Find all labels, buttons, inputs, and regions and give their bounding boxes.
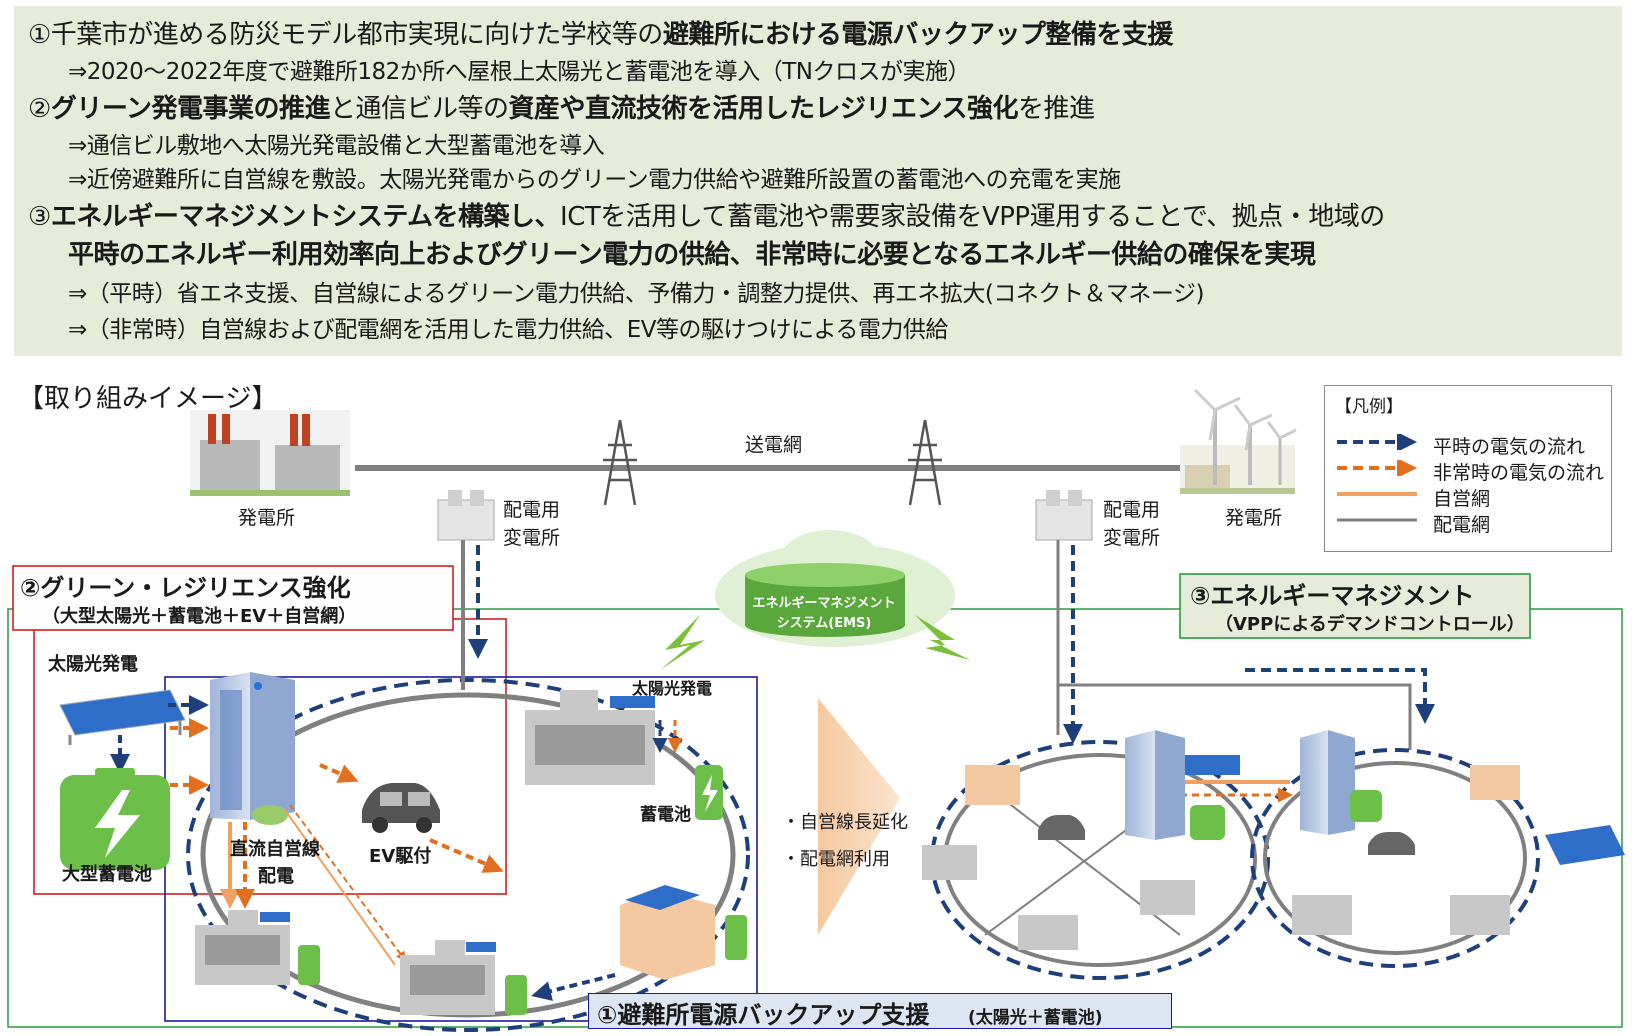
dc-line-label-1: 直流自営線 (230, 839, 320, 860)
summary-line-2-tail: を推進 (1018, 94, 1095, 124)
legend-label-grid-line: 配電網 (1433, 514, 1491, 536)
ems-label-2: システム(EMS) (776, 616, 872, 631)
legend-emergency-flow-swatch (1337, 460, 1417, 476)
summary-line-3-sub-2: ⇒（非常時）自営線および配電網を活用した電力供給、EV等の駆けつけによる電力供給 (68, 317, 948, 343)
right-branch-flow (1245, 668, 1435, 724)
legend-box: 【凡例】 平時の電気の流れ 非常時の電気の流れ 自営網 配電網 (1324, 385, 1612, 552)
shelter-school-top-icon (525, 690, 655, 785)
battery-shelter-label: 蓄電池 (640, 805, 691, 825)
summary-line-3-bold-2: 平時のエネルギー利用効率向上およびグリーン電力の供給、非常時に必要となるエネルギ… (68, 240, 1316, 270)
right-ev-car-a-icon (1038, 815, 1085, 840)
battery-large-label: 大型蓄電池 (62, 864, 152, 885)
plant-right-label: 発電所 (1225, 507, 1283, 529)
summary-line-2-sub-1: ⇒通信ビル敷地へ太陽光発電設備と大型蓄電池を導入 (68, 133, 605, 159)
right-houses-icon (922, 765, 1520, 950)
plant-left-label: 発電所 (238, 507, 296, 529)
box-green-resilience-header (12, 565, 454, 631)
substation-left-label-2: 変電所 (503, 527, 561, 549)
substation-right-icon (1035, 490, 1093, 541)
pylon-left-icon (603, 419, 637, 506)
summary-line-2-bold-b: 資産や直流技術を活用したレジリエンス強化 (508, 94, 1019, 124)
substation-left-label-1: 配電用 (503, 499, 561, 521)
shelter-apartment-icon (620, 885, 747, 980)
box1-title-bar (588, 993, 1172, 1029)
summary-line-2: ②グリーン発電事業の推進と通信ビル等の資産や直流技術を活用したレジリエンス強化を… (28, 88, 1095, 125)
shelter-school-mid-bottom-icon (400, 940, 527, 1015)
large-battery-icon (60, 768, 170, 870)
legend-grid-line-swatch (1337, 518, 1417, 522)
box1-subtitle: (太陽光＋蓄電池) (968, 1008, 1103, 1028)
telecom-building-right-b-icon (1300, 730, 1382, 835)
ev-car-icon (362, 783, 440, 833)
extension-arrow-shape (818, 698, 900, 935)
box-energy-management-header (1179, 573, 1531, 639)
summary-line-3: ③エネルギーマネジメントシステムを構築し、ICTを活用して蓄電池や需要家設備をV… (28, 196, 1385, 233)
ems-cloud-icon (715, 530, 955, 647)
legend-own-line-swatch (1337, 492, 1417, 496)
solar-panel-left-icon (59, 689, 186, 745)
legend-title: 【凡例】 (1335, 397, 1403, 417)
substation-right-label-1: 配電用 (1103, 499, 1161, 521)
substation-right-label-2: 変電所 (1103, 527, 1161, 549)
box3-title: ③エネルギーマネジメント (1190, 582, 1475, 610)
telecom-building-right-a-icon (1125, 730, 1240, 840)
summary-line-3-sub-1: ⇒（平時）省エネ支援、自営線によるグリーン電力供給、予備力・調整力提供、再エネ拡… (68, 281, 1204, 307)
box2-title: ②グリーン・レジリエンス強化 (20, 574, 351, 602)
shelter-battery-top-icon (695, 765, 723, 820)
pylon-right-icon (908, 419, 942, 506)
solar-left-label: 太陽光発電 (48, 654, 138, 675)
summary-line-3-text: ICTを活用して蓄電池や需要家設備をVPP運用することで、拠点・地域の (560, 202, 1385, 232)
shelter-ring-flow (531, 973, 616, 1001)
right-ev-car-b-icon (1368, 832, 1415, 855)
summary-line-1-text: ①千葉市が進める防災モデル都市実現に向けた学校等の (28, 20, 663, 50)
summary-line-2-bold-a: グリーン発電事業の推進 (50, 94, 331, 124)
legend-label-emergency-flow: 非常時の電気の流れ (1433, 462, 1605, 484)
extension-label-2: ・配電網利用 (782, 849, 890, 870)
summary-line-1-bold: 避難所における電源バックアップ整備を支援 (662, 20, 1174, 50)
extension-label-1: ・自営線長延化 (782, 812, 908, 833)
diagram-heading: 【取り組みイメージ】 (18, 384, 278, 414)
ems-label-1: エネルギーマネジメント (752, 596, 896, 611)
legend-label-normal-flow: 平時の電気の流れ (1433, 436, 1586, 458)
shelter-school-left-bottom-icon (195, 910, 320, 985)
right-branch-line (1058, 683, 1412, 750)
summary-panel: ①千葉市が進める防災モデル都市実現に向けた学校等の避難所における電源バックアップ… (14, 6, 1622, 356)
solar-shelter-label: 太陽光発電 (632, 679, 713, 698)
dc-line-diagonal-emergency (289, 804, 407, 962)
box3-subtitle: （VPPによるデマンドコントロール） (1215, 614, 1525, 635)
signal-left-icon (660, 615, 705, 670)
summary-line-3-num: ③ (28, 202, 51, 232)
summary-line-2-sub-2: ⇒近傍避難所に自営線を敷設。太陽光発電からのグリーン電力供給や避難所設置の蓄電池… (68, 167, 1121, 193)
summary-line-2-text: と通信ビル等の (330, 94, 509, 124)
grid-label: 送電網 (745, 434, 803, 456)
signal-right-icon (915, 615, 970, 660)
building-to-ev-flow (319, 763, 359, 783)
ev-label: EV駆付 (369, 846, 432, 867)
legend-normal-flow-swatch (1337, 434, 1417, 450)
solar-panel-right-icon (1545, 825, 1625, 865)
summary-line-1: ①千葉市が進める防災モデル都市実現に向けた学校等の避難所における電源バックアップ… (28, 14, 1173, 51)
ev-dispatch-flow (429, 838, 504, 873)
substation-left-icon (437, 490, 495, 541)
wind-farm-icon (1180, 388, 1297, 494)
box2-subtitle: （大型太陽光＋蓄電池＋EV＋自営網） (42, 606, 357, 627)
summary-line-1-sub: ⇒2020～2022年度で避難所182か所へ屋根上太陽光と蓄電池を導入（TNクロ… (68, 59, 971, 85)
telecom-building-icon (210, 672, 295, 825)
summary-line-3-bold: エネルギーマネジメントシステムを構築し、 (50, 202, 561, 232)
dc-line-diagonal (284, 809, 396, 966)
right-ring-b-flow (1250, 748, 1540, 968)
left-normal-flow-ring (186, 678, 750, 1032)
dc-line-label-2: 配電 (258, 866, 294, 887)
summary-line-2-num: ② (28, 94, 51, 124)
right-ring-b (1263, 761, 1527, 955)
box1-title: ①避難所電源バックアップ支援 (597, 1001, 930, 1029)
power-plant-left-icon (190, 410, 350, 496)
legend-label-own-line: 自営網 (1433, 488, 1491, 510)
